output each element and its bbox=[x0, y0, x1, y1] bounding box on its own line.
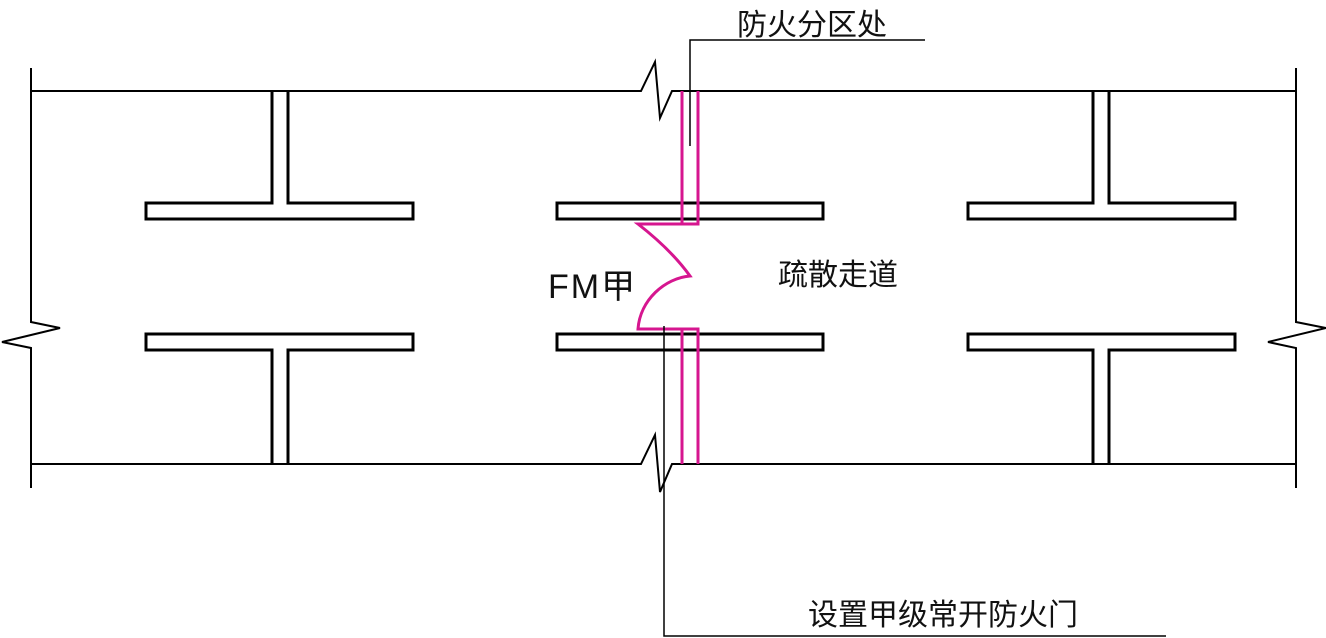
right-upper-wall bbox=[966, 91, 1237, 221]
bottom-outer-wall bbox=[31, 431, 1296, 493]
door-leader-line bbox=[663, 326, 1166, 637]
top-outer-wall bbox=[31, 58, 1296, 122]
left-upper-wall bbox=[144, 91, 415, 221]
partition-leader-line bbox=[689, 39, 925, 146]
right-lower-wall bbox=[966, 332, 1237, 464]
fire-door-swing bbox=[633, 222, 693, 331]
fire-door-note-label: 设置甲级常开防火门 bbox=[808, 598, 1078, 633]
right-break-line bbox=[1267, 68, 1326, 488]
fire-partition-wall-lower bbox=[680, 327, 700, 464]
left-break-line bbox=[1, 68, 61, 488]
fire-partition-label: 防火分区处 bbox=[737, 8, 887, 43]
fire-door-code-label: FM甲 bbox=[548, 268, 638, 306]
middle-upper-wall bbox=[555, 201, 825, 221]
middle-lower-wall bbox=[555, 332, 825, 352]
corridor-label: 疏散走道 bbox=[778, 258, 898, 293]
left-lower-wall bbox=[144, 332, 415, 464]
fire-partition-wall-upper bbox=[680, 91, 700, 226]
